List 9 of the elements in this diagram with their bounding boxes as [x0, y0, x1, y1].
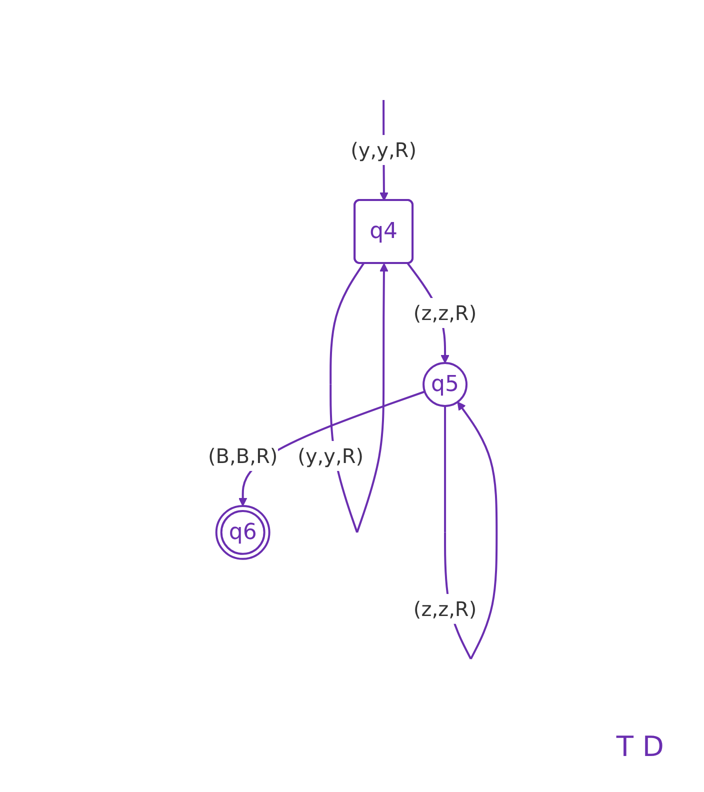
edge-label: (y,y,R) [350, 138, 416, 162]
edge-label: (B,B,R) [208, 444, 278, 468]
arrow [238, 391, 425, 507]
edge-label: (z,z,R) [413, 597, 476, 622]
note-text: T D [615, 730, 664, 763]
edge-label: (z,z,R) [413, 301, 476, 326]
edge-label: (y,y,R) [297, 444, 364, 468]
node-circle: q5 [422, 362, 468, 408]
node-circle: q6 [215, 505, 270, 560]
